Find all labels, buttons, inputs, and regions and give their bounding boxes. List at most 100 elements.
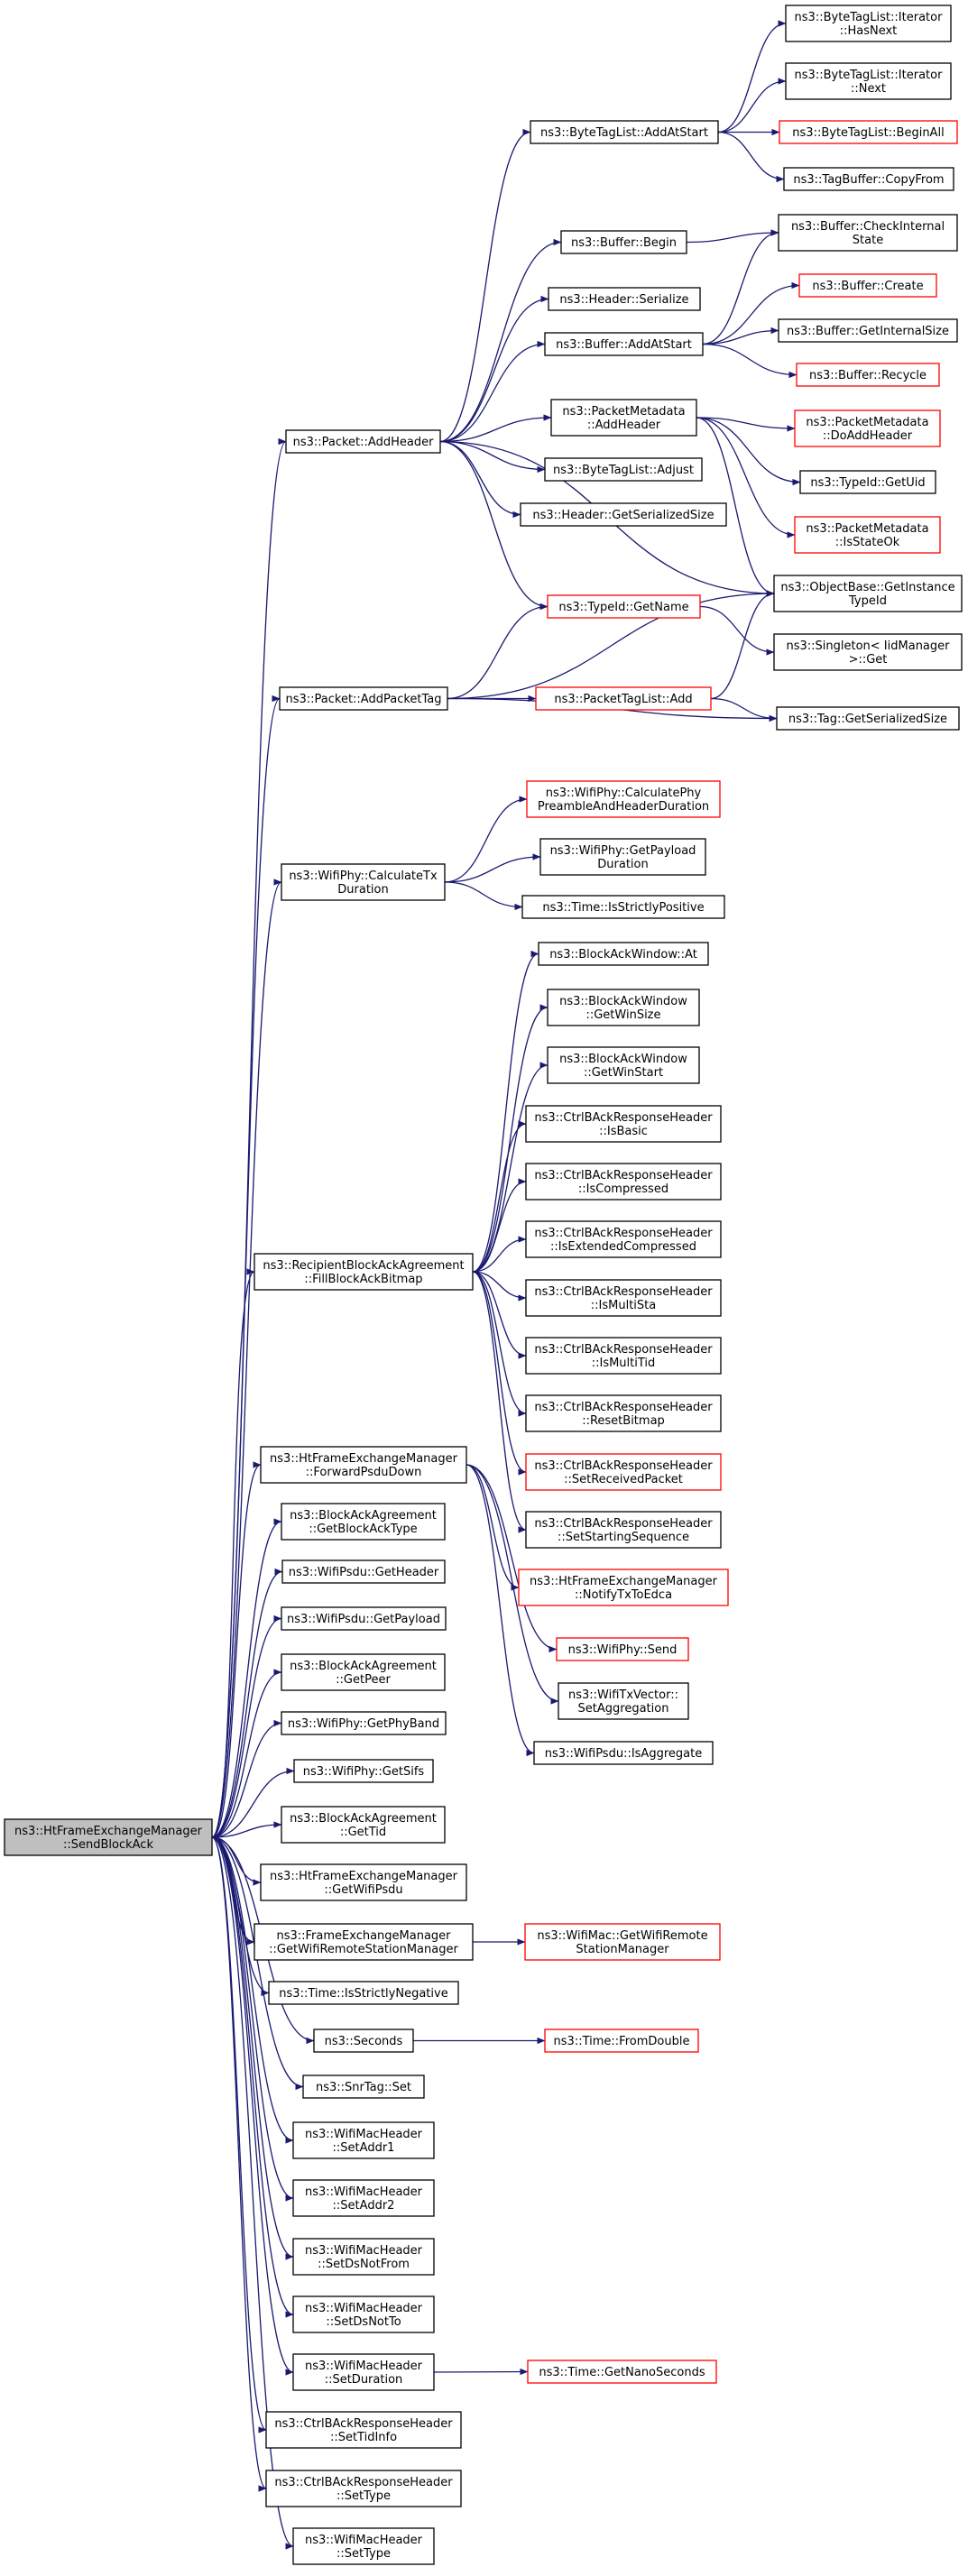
node-seconds[interactable]: ns3::Seconds — [313, 2029, 414, 2053]
node-cbr-isextcompressed[interactable]: ns3::CtrlBAckResponseHeader::IsExtendedC… — [525, 1220, 722, 1258]
node-box[interactable] — [556, 1637, 689, 1661]
node-tag-getserializedsize[interactable]: ns3::Tag::GetSerializedSize — [776, 706, 960, 731]
node-settype-mac[interactable]: ns3::WifiMacHeader::SetType — [292, 2527, 435, 2565]
node-box[interactable] — [281, 1559, 446, 1584]
node-calcphypreamble[interactable]: ns3::WifiPhy::CalculatePhyPreambleAndHea… — [526, 780, 721, 818]
node-setaddr2[interactable]: ns3::WifiMacHeader::SetAddr2 — [292, 2179, 435, 2217]
node-box[interactable] — [779, 120, 958, 144]
node-box[interactable] — [783, 167, 954, 191]
node-box[interactable] — [254, 1923, 474, 1961]
node-box[interactable] — [302, 2075, 425, 2099]
node-box[interactable] — [292, 2295, 435, 2333]
node-box[interactable] — [281, 863, 446, 901]
node-singleton-get[interactable]: ns3::Singleton< IidManager >::Get — [773, 633, 963, 671]
node-btl-addatstart[interactable]: ns3::ByteTagList::AddAtStart — [530, 120, 719, 144]
node-btl-it-next[interactable]: ns3::ByteTagList::Iterator::Next — [785, 62, 952, 100]
node-box[interactable] — [533, 1741, 714, 1765]
node-box[interactable] — [776, 706, 960, 731]
node-box[interactable] — [521, 895, 725, 919]
node-box[interactable] — [544, 457, 703, 482]
node-box[interactable] — [285, 429, 441, 454]
node-btl-beginall[interactable]: ns3::ByteTagList::BeginAll — [779, 120, 958, 144]
node-box[interactable] — [525, 1163, 722, 1201]
node-tagbuffer-copyfrom[interactable]: ns3::TagBuffer::CopyFrom — [783, 167, 954, 191]
node-box[interactable] — [547, 594, 701, 619]
node-isstrictlynegative[interactable]: ns3::Time::IsStrictlyNegative — [268, 1981, 459, 2005]
node-box[interactable] — [794, 516, 941, 554]
node-settidinfo[interactable]: ns3::CtrlBAckResponseHeader::SetTidInfo — [265, 2411, 462, 2449]
node-box[interactable] — [292, 2238, 435, 2276]
node-box[interactable] — [525, 1337, 722, 1375]
node-box[interactable] — [281, 1806, 446, 1844]
node-box[interactable] — [292, 2353, 435, 2391]
node-settype-ctrl[interactable]: ns3::CtrlBAckResponseHeader::SetType — [265, 2470, 462, 2507]
node-box[interactable] — [778, 214, 958, 252]
node-header-getserializedsize[interactable]: ns3::Header::GetSerializedSize — [520, 502, 727, 527]
node-box[interactable] — [293, 1759, 434, 1783]
node-getwrsm[interactable]: ns3::FrameExchangeManager::GetWifiRemote… — [254, 1923, 474, 1961]
node-box[interactable] — [524, 1923, 721, 1961]
node-box[interactable] — [268, 1981, 459, 2005]
node-box[interactable] — [526, 780, 721, 818]
node-baw-at[interactable]: ns3::BlockAckWindow::At — [538, 942, 709, 966]
node-getphyband[interactable]: ns3::WifiPhy::GetPhyBand — [281, 1711, 447, 1735]
node-box[interactable] — [799, 470, 936, 494]
node-box[interactable] — [281, 1503, 446, 1541]
node-box[interactable] — [279, 686, 448, 711]
node-box[interactable] — [794, 409, 941, 447]
node-cbr-ismultista[interactable]: ns3::CtrlBAckResponseHeader::IsMultiSta — [525, 1279, 722, 1317]
node-psdu-isaggregate[interactable]: ns3::WifiPsdu::IsAggregate — [533, 1741, 714, 1765]
node-box[interactable] — [798, 273, 937, 298]
node-gettid[interactable]: ns3::BlockAckAgreement::GetTid — [281, 1806, 446, 1844]
node-box[interactable] — [281, 1711, 447, 1735]
node-box[interactable] — [778, 318, 958, 343]
node-wifiphy-send[interactable]: ns3::WifiPhy::Send — [556, 1637, 689, 1661]
node-cbr-setstartingsequence[interactable]: ns3::CtrlBAckResponseHeader::SetStarting… — [525, 1511, 722, 1549]
node-time-fromdouble[interactable]: ns3::Time::FromDouble — [544, 2029, 699, 2053]
node-buffer-addatstart[interactable]: ns3::Buffer::AddAtStart — [544, 332, 704, 356]
node-typeid-getname[interactable]: ns3::TypeId::GetName — [547, 594, 701, 619]
node-pm-doaddheader[interactable]: ns3::PacketMetadata::DoAddHeader — [794, 409, 941, 447]
node-getwifipsdu[interactable]: ns3::HtFrameExchangeManager::GetWifiPsdu — [260, 1863, 467, 1901]
node-setaddr1[interactable]: ns3::WifiMacHeader::SetAddr1 — [292, 2121, 435, 2159]
node-time-isstrictlypositive[interactable]: ns3::Time::IsStrictlyPositive — [521, 895, 725, 919]
node-box[interactable] — [527, 2360, 717, 2384]
node-cbr-resetbitmap[interactable]: ns3::CtrlBAckResponseHeader::ResetBitmap — [525, 1394, 722, 1432]
node-cbr-isbasic[interactable]: ns3::CtrlBAckResponseHeader::IsBasic — [525, 1105, 722, 1143]
node-psdu-getpayload[interactable]: ns3::WifiPsdu::GetPayload — [281, 1606, 447, 1631]
node-box[interactable] — [265, 2470, 462, 2507]
node-buffer-begin[interactable]: ns3::Buffer::Begin — [560, 230, 687, 254]
node-box[interactable] — [785, 62, 952, 100]
node-forwardpsdu[interactable]: ns3::HtFrameExchangeManager::ForwardPsdu… — [260, 1446, 467, 1484]
node-cbr-iscompressed[interactable]: ns3::CtrlBAckResponseHeader::IsCompresse… — [525, 1163, 722, 1201]
node-box[interactable] — [539, 838, 706, 876]
node-box[interactable] — [558, 1682, 689, 1720]
node-box[interactable] — [525, 1279, 722, 1317]
node-notifytxtoedca[interactable]: ns3::HtFrameExchangeManager::NotifyTxToE… — [518, 1569, 729, 1606]
node-setdsnotfrom[interactable]: ns3::WifiMacHeader::SetDsNotFrom — [292, 2238, 435, 2276]
node-pm-addheader[interactable]: ns3::PacketMetadata::AddHeader — [550, 399, 697, 437]
node-baw-getwinstart[interactable]: ns3::BlockAckWindow::GetWinStart — [547, 1046, 700, 1084]
node-header-serialize[interactable]: ns3::Header::Serialize — [548, 287, 701, 311]
node-box[interactable] — [773, 575, 963, 612]
node-box[interactable] — [525, 1453, 722, 1491]
node-box[interactable] — [547, 1046, 700, 1084]
node-packet-addpackettag[interactable]: ns3::Packet::AddPacketTag — [279, 686, 448, 711]
node-box[interactable] — [548, 287, 701, 311]
node-box[interactable] — [535, 686, 712, 711]
node-box[interactable] — [525, 1394, 722, 1432]
node-box[interactable] — [550, 399, 697, 437]
node-btl-adjust[interactable]: ns3::ByteTagList::Adjust — [544, 457, 703, 482]
node-box[interactable] — [260, 1446, 467, 1484]
node-btl-it-hasnext[interactable]: ns3::ByteTagList::Iterator::HasNext — [785, 5, 952, 42]
node-setduration[interactable]: ns3::WifiMacHeader::SetDuration — [292, 2353, 435, 2391]
node-box[interactable] — [525, 1220, 722, 1258]
node-box[interactable] — [560, 230, 687, 254]
node-getwifiremotestationmanager[interactable]: ns3::WifiMac::GetWifiRemoteStationManage… — [524, 1923, 721, 1961]
node-buffer-create[interactable]: ns3::Buffer::Create — [798, 273, 937, 298]
node-box[interactable] — [773, 633, 963, 671]
